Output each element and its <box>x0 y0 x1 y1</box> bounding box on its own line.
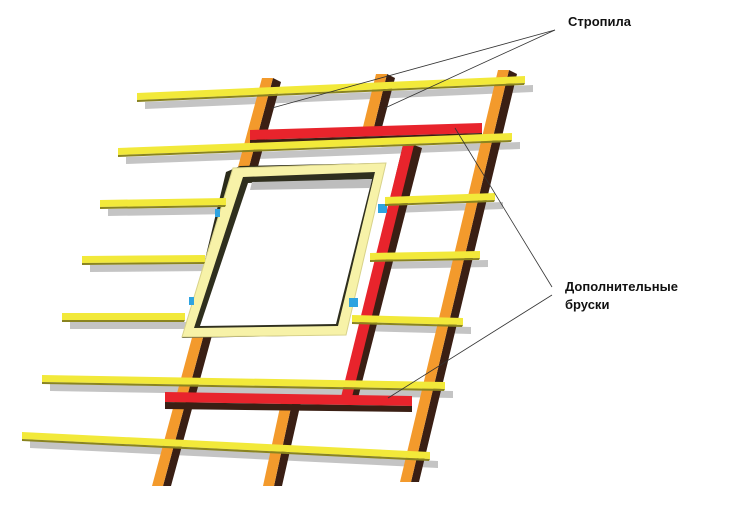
batten-edge <box>370 258 480 262</box>
batten <box>22 432 430 459</box>
batten-edge <box>82 262 205 265</box>
extra-bars <box>165 123 482 412</box>
batten-shadow <box>126 142 520 164</box>
batten-edge <box>62 320 185 322</box>
batten <box>62 313 185 320</box>
rafter <box>400 70 509 482</box>
extra-bars-label-line2: бруски <box>565 297 610 312</box>
rafter-side <box>411 70 517 482</box>
batten <box>352 315 463 325</box>
batten <box>385 193 495 204</box>
batten-shadow <box>70 322 193 329</box>
header-bar-bottom-side <box>165 402 412 412</box>
rafter <box>263 398 293 486</box>
header-bar-top <box>250 123 482 140</box>
batten <box>82 255 205 263</box>
batten <box>42 375 445 389</box>
bracket-icon <box>189 297 194 305</box>
trimmer-bar <box>341 145 414 397</box>
batten-edge <box>22 439 430 461</box>
batten <box>100 198 226 207</box>
batten-edge <box>100 205 226 209</box>
batten-shadow <box>90 264 213 272</box>
rafters-label: Стропила <box>568 14 631 29</box>
rafter-side <box>274 398 301 486</box>
batten-edge <box>385 200 495 206</box>
batten-edge <box>137 83 525 102</box>
extra-bars-label-line1: Дополнительные <box>565 279 678 294</box>
batten-shadow <box>108 207 234 216</box>
header-bar-bottom <box>165 392 412 406</box>
batten-shadow <box>145 85 533 109</box>
leader-lines <box>271 29 556 399</box>
batten-edge <box>352 322 463 327</box>
batten <box>137 76 525 100</box>
batten <box>118 133 512 155</box>
bracket-icon <box>378 204 387 213</box>
bracket-icon <box>215 209 220 217</box>
window-frame <box>181 162 387 338</box>
batten-edge <box>118 140 512 157</box>
batten <box>370 251 480 260</box>
battens <box>22 76 525 461</box>
batten-edge <box>42 382 445 391</box>
batten-shadow <box>30 441 438 468</box>
bracket-icon <box>349 298 358 307</box>
